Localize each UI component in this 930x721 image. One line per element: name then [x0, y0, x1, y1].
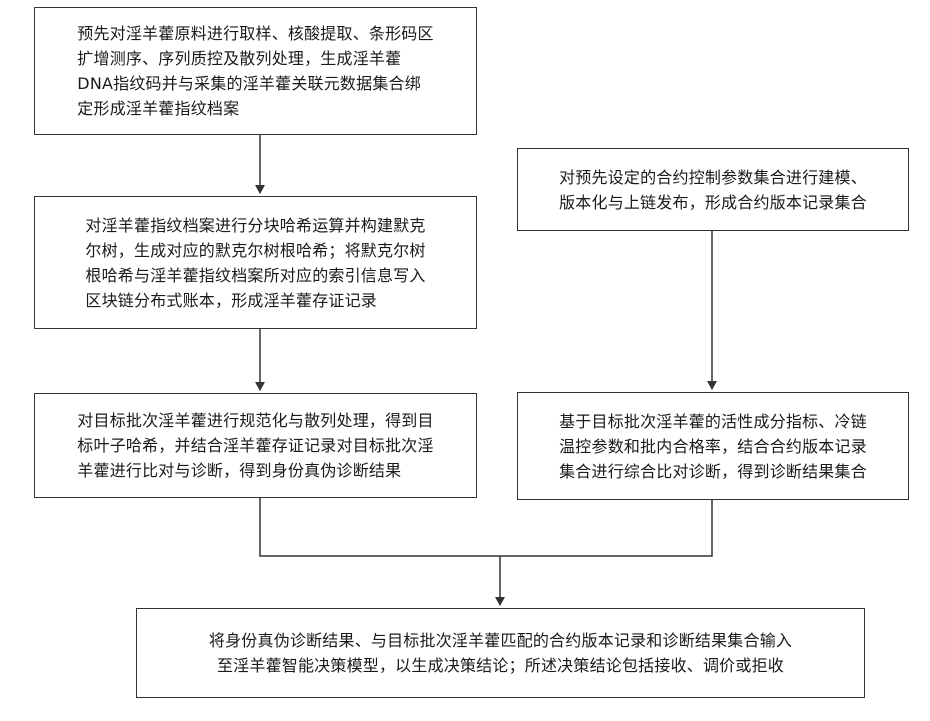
node-step1-text: 预先对淫羊藿原料进行取样、核酸提取、条形码区 扩增测序、序列质控及散列处理，生成… — [77, 21, 433, 121]
node-decision-text: 将身份真伪诊断结果、与目标批次淫羊藿匹配的合约版本记录和诊断结果集合输入 至淫羊… — [209, 628, 792, 678]
node-step1-fingerprint-archive: 预先对淫羊藿原料进行取样、核酸提取、条形码区 扩增测序、序列质控及散列处理，生成… — [34, 7, 477, 135]
node-composite-diagnosis: 基于目标批次淫羊藿的活性成分指标、冷链 温控参数和批内合格率，结合合约版本记录 … — [517, 392, 909, 500]
node-diagnosis-text: 基于目标批次淫羊藿的活性成分指标、冷链 温控参数和批内合格率，结合合约版本记录 … — [559, 409, 867, 484]
node-contract-versioning: 对预先设定的合约控制参数集合进行建模、 版本化与上链发布，形成合约版本记录集合 — [517, 148, 909, 231]
node-contract-text: 对预先设定的合约控制参数集合进行建模、 版本化与上链发布，形成合约版本记录集合 — [559, 165, 867, 215]
node-step3-identity-diagnosis: 对目标批次淫羊藿进行规范化与散列处理，得到目 标叶子哈希，并结合淫羊藿存证记录对… — [34, 393, 477, 498]
node-step3-text: 对目标批次淫羊藿进行规范化与散列处理，得到目 标叶子哈希，并结合淫羊藿存证记录对… — [77, 408, 433, 483]
node-step2-text: 对淫羊藿指纹档案进行分块哈希运算并构建默克 尔树，生成对应的默克尔树根哈希；将默… — [85, 213, 425, 313]
node-step2-merkle-record: 对淫羊藿指纹档案进行分块哈希运算并构建默克 尔树，生成对应的默克尔树根哈希；将默… — [34, 196, 477, 329]
node-decision-model: 将身份真伪诊断结果、与目标批次淫羊藿匹配的合约版本记录和诊断结果集合输入 至淫羊… — [136, 608, 865, 698]
merge-line-step3-diagnosis — [260, 498, 712, 556]
